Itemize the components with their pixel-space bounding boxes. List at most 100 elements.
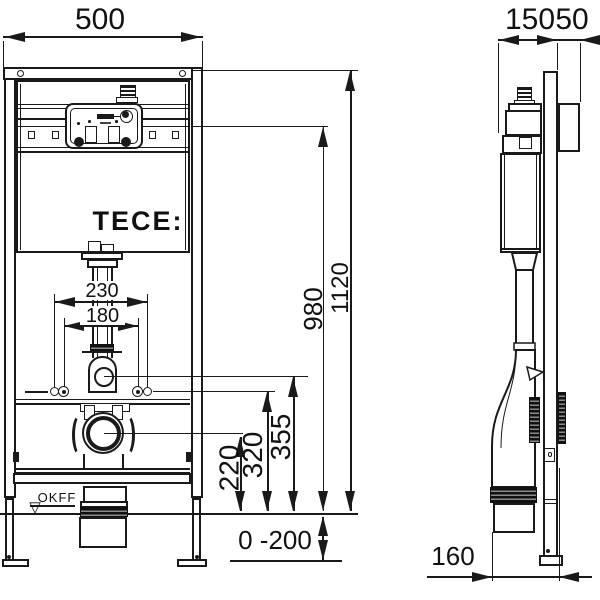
dim-160-label: 160 — [431, 541, 475, 571]
drawing-line — [193, 126, 328, 127]
drawing-line — [559, 468, 560, 581]
drawing-line — [544, 499, 557, 500]
drawing-line — [557, 43, 558, 70]
inspection-box-inner — [70, 108, 138, 144]
wall-side-bracket — [558, 392, 566, 444]
actuator-bracket — [108, 126, 120, 143]
foot-left — [5, 498, 14, 561]
drawing-line — [185, 84, 186, 250]
flush-outlet — [94, 367, 114, 387]
drawing-line — [147, 294, 148, 387]
drawing-line — [83, 454, 85, 468]
drawing-line — [122, 111, 129, 118]
drawing-line — [13, 452, 19, 462]
drawing-line — [80, 507, 128, 517]
pipe-bracket — [529, 397, 540, 443]
arrowhead — [118, 321, 138, 331]
drawing-line — [267, 392, 269, 511]
drawing-line — [79, 517, 127, 548]
drawing-line — [137, 318, 139, 387]
dim-230-label: 230 — [79, 281, 125, 301]
frame-top-bar — [3, 67, 193, 80]
arrowhead — [345, 71, 355, 91]
drawing-line — [61, 389, 66, 394]
drawing-line — [498, 43, 499, 133]
drawing-line — [544, 503, 557, 504]
rail-hole — [28, 131, 35, 139]
arrowhead — [288, 377, 298, 397]
dim-150-label: 150 — [504, 3, 556, 36]
drawing-line — [240, 437, 242, 511]
drawing-line — [82, 351, 122, 353]
drawing-line — [519, 137, 532, 149]
drawing-line — [100, 122, 111, 124]
frame-rail-right — [191, 67, 203, 498]
supply-flange — [116, 97, 138, 103]
arrowhead — [288, 491, 298, 511]
foot-plate-left — [2, 559, 29, 567]
arrowhead — [262, 392, 272, 412]
arrowhead — [235, 437, 245, 457]
drawing-line — [293, 377, 295, 511]
drawing-line — [500, 349, 517, 449]
tece-logo: TECE: — [92, 205, 184, 236]
rail-hole — [172, 131, 179, 139]
drawing-line — [80, 403, 130, 412]
arrowhead — [317, 127, 328, 147]
foot-right — [192, 498, 201, 561]
drawing-line — [54, 294, 55, 387]
drawing-line — [3, 41, 4, 68]
drawing-line — [525, 365, 545, 382]
arrowhead — [181, 32, 201, 42]
arrowhead — [235, 491, 245, 511]
drawing-line — [115, 120, 118, 123]
dim-355-label: 355 — [265, 413, 296, 461]
arrowhead — [317, 516, 328, 536]
drawing-line — [322, 517, 324, 560]
drawing-line — [322, 127, 324, 511]
frame-rail-left — [4, 67, 16, 498]
drawing-line — [500, 248, 541, 250]
side-drain-coupling — [490, 487, 537, 503]
drawing-line — [350, 71, 352, 511]
arrowhead — [5, 32, 25, 42]
drawing-line — [16, 151, 190, 153]
dim-320-label: 320 — [237, 431, 268, 479]
wall-bracket — [558, 103, 580, 152]
drain-clamp — [119, 414, 135, 456]
screw-hole — [179, 70, 186, 77]
arrowhead — [55, 297, 75, 307]
tece-mini-logo — [97, 114, 114, 119]
arrowhead — [580, 35, 600, 45]
dim-980-label: 980 — [298, 287, 328, 331]
drawing-line — [54, 301, 148, 303]
arrowhead — [559, 572, 579, 582]
drawing-line — [3, 36, 203, 38]
drawing-line — [492, 532, 493, 581]
leader-drain — [104, 432, 243, 434]
drawing-line — [7, 555, 11, 559]
drawing-line — [16, 468, 190, 470]
drawing-line — [195, 555, 199, 559]
drawing-line — [505, 110, 542, 136]
side-supply-pipe — [517, 87, 532, 101]
drawing-line — [153, 391, 275, 392]
rail-hole — [52, 131, 59, 139]
drawing-line — [110, 116, 120, 117]
drawing-line — [510, 252, 539, 271]
side-flush-bend — [491, 252, 545, 488]
dim-500-label: 500 — [74, 3, 126, 36]
arrowhead — [127, 297, 147, 307]
okff-label: OKFF — [37, 490, 77, 505]
drawing-line — [186, 452, 192, 462]
drawing-line — [193, 70, 358, 71]
arrowhead — [317, 491, 328, 511]
drawing-line — [202, 41, 203, 68]
drawing-line — [16, 471, 190, 473]
side-frame-rail — [543, 71, 558, 557]
drawing-line — [230, 560, 342, 562]
drawing-line — [547, 452, 552, 457]
screw — [121, 137, 131, 147]
lower-crossbar — [13, 473, 191, 484]
